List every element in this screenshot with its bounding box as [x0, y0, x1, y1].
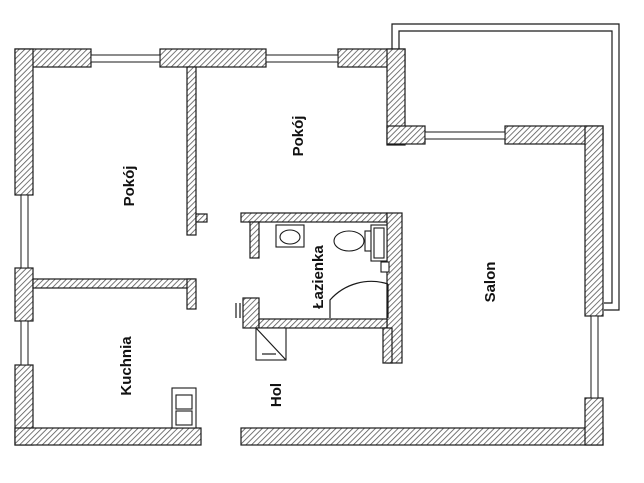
fixtures — [171, 303, 287, 429]
room-label-salon: Salon — [482, 262, 499, 303]
interior-walls — [32, 66, 403, 364]
stove-icon — [171, 387, 197, 429]
toilet-icon — [333, 230, 376, 252]
room-label-pokoj-2: Pokój — [290, 116, 307, 157]
exterior-walls — [14, 48, 604, 446]
room-labels: Pokój Pokój Łazienka Salon Kuchnia Hol — [118, 116, 499, 408]
windows — [20, 54, 599, 399]
bathroom-fixtures — [275, 224, 390, 318]
sink-icon — [275, 224, 305, 248]
room-label-hol: Hol — [268, 383, 285, 407]
room-label-lazienka: Łazienka — [310, 245, 327, 309]
bathtub-icon — [370, 224, 390, 273]
room-label-pokoj-1: Pokój — [121, 166, 138, 207]
door-swing — [329, 280, 389, 318]
room-label-kuchnia: Kuchnia — [118, 336, 135, 396]
radiator-icon — [235, 303, 241, 318]
chimney-icon — [255, 327, 287, 361]
